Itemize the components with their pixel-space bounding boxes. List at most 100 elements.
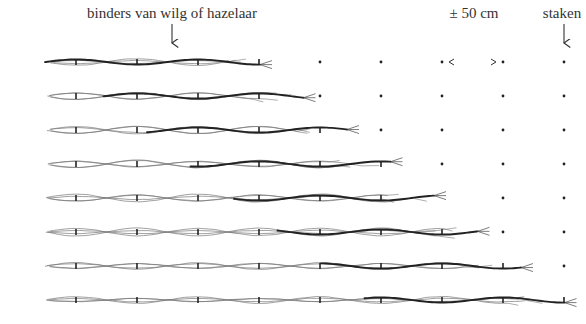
stake [563, 265, 566, 268]
stake [380, 263, 382, 269]
binder-tip [330, 160, 340, 162]
binder-row [45, 59, 565, 69]
dimension-mark [491, 59, 496, 65]
binder-new [104, 93, 304, 98]
stake [258, 297, 260, 303]
stake [258, 93, 260, 99]
binder-tip [229, 59, 246, 62]
binder-row [48, 158, 566, 168]
stake [197, 195, 199, 201]
stake [136, 93, 138, 99]
binder-tip [260, 65, 272, 69]
stake [441, 61, 444, 64]
binder-row [46, 227, 566, 238]
stake [319, 61, 322, 64]
binder-new [234, 195, 434, 200]
binder-new [278, 229, 478, 234]
stake [136, 127, 138, 133]
stake [502, 263, 504, 269]
stake [502, 95, 505, 98]
stake [136, 229, 138, 235]
stake [502, 231, 505, 234]
stake [502, 61, 505, 64]
stake [258, 263, 260, 269]
binder-tip [347, 126, 359, 130]
pointer-arrow [563, 24, 564, 43]
stake [197, 297, 199, 303]
stake [136, 263, 138, 269]
stake [75, 93, 77, 99]
stake [136, 59, 138, 65]
stake [380, 195, 382, 201]
binder-tip [299, 132, 308, 133]
binder-new [191, 161, 391, 166]
binder-tip [347, 130, 359, 134]
binder-tip [391, 162, 403, 166]
binder-tip [565, 303, 577, 307]
stake [258, 127, 260, 133]
annotation-label: binders van wilg of hazelaar [87, 4, 257, 22]
annotation-label: staken [543, 4, 581, 22]
stake [197, 263, 199, 269]
binder-tip [521, 264, 533, 268]
stake [136, 297, 138, 303]
binder-tip [565, 299, 577, 303]
dimension-mark [449, 59, 454, 65]
binder-tip [509, 303, 519, 305]
binder-tip [444, 228, 453, 231]
stake [563, 231, 566, 234]
stake [197, 127, 199, 133]
stake [319, 195, 321, 201]
stake [319, 263, 321, 269]
binder-row [47, 126, 565, 134]
stake [319, 297, 321, 303]
stake [441, 163, 444, 166]
binder-tip [434, 196, 446, 200]
stake [563, 297, 565, 303]
stake [563, 163, 566, 166]
stake [502, 129, 505, 132]
stake [75, 229, 77, 235]
stake [441, 263, 443, 269]
binder-tip [478, 227, 490, 231]
binder-tip [391, 158, 403, 162]
stake [563, 61, 566, 64]
pointer-arrow [171, 24, 172, 43]
stake [136, 161, 138, 167]
stake [441, 229, 443, 235]
stake [319, 127, 321, 133]
binder-new [321, 263, 521, 268]
stake [258, 161, 260, 167]
binder-new [147, 127, 347, 132]
stake [319, 161, 321, 167]
binder-new [365, 297, 565, 302]
binder-tip [362, 165, 379, 166]
binder-row [47, 93, 565, 102]
binder-tip [478, 231, 490, 235]
stake [75, 195, 77, 201]
stake [380, 61, 383, 64]
stake [319, 95, 322, 98]
binder-tip [266, 99, 278, 100]
stake [563, 197, 566, 200]
stake [197, 93, 199, 99]
binder-row [46, 192, 565, 203]
binder-tip [521, 268, 533, 272]
binder-tip [304, 94, 316, 98]
binder-new [45, 59, 260, 64]
stake [441, 297, 443, 303]
stake [502, 163, 505, 166]
binder-row [45, 262, 565, 271]
stake [441, 129, 444, 132]
binder-tip [253, 99, 263, 102]
binder-tip [260, 61, 272, 65]
annotation-label: ± 50 cm [449, 4, 498, 22]
stake [380, 297, 382, 303]
stake [563, 95, 566, 98]
stake [75, 161, 77, 167]
stake [75, 297, 77, 303]
stake [563, 129, 566, 132]
stake [75, 127, 77, 133]
stake [136, 195, 138, 201]
